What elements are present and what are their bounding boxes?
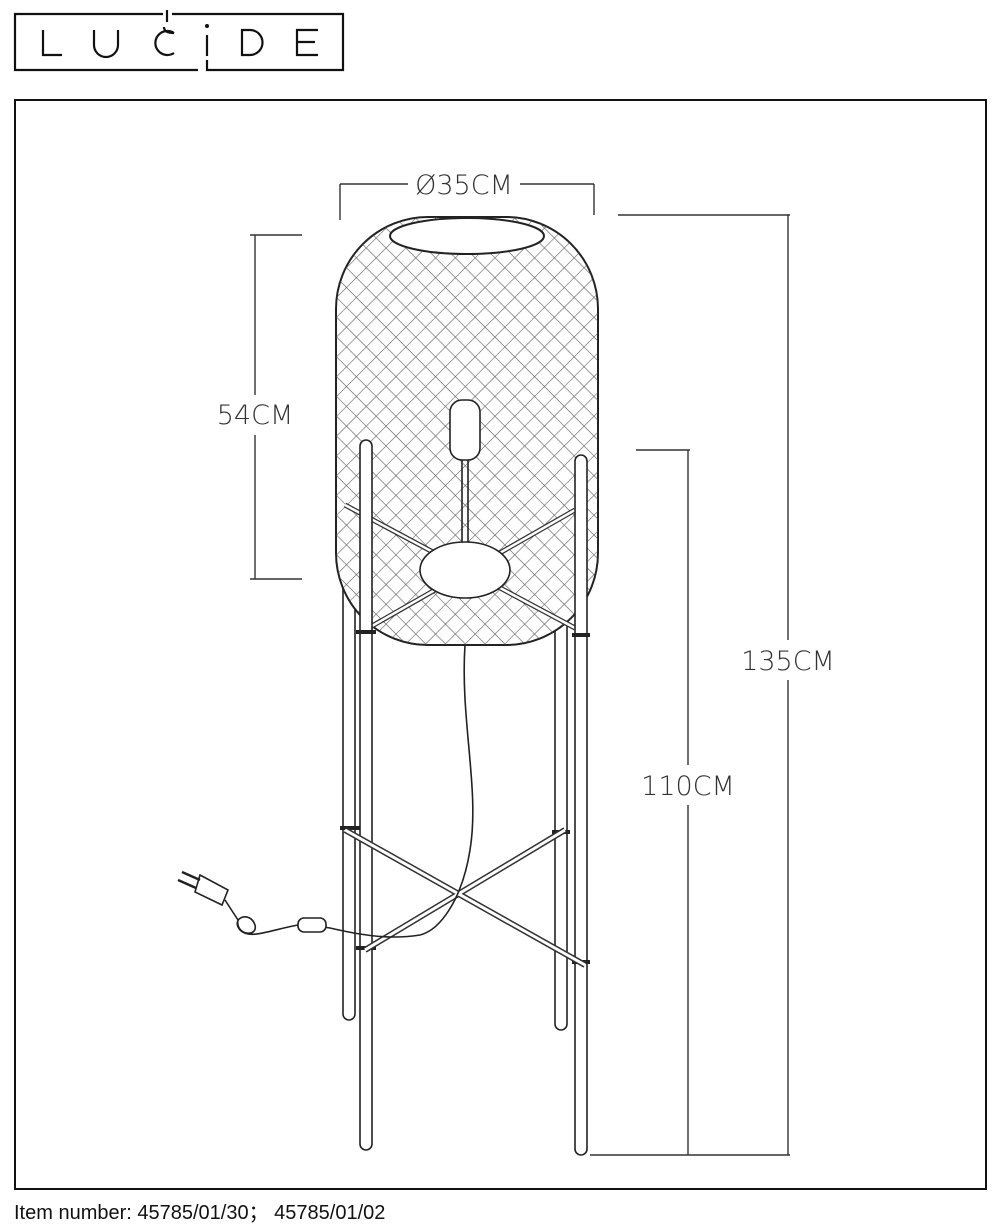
base-disc	[419, 541, 511, 599]
plug-pins	[177, 870, 201, 890]
dimension-total-height: 135CM	[741, 646, 835, 677]
coiled-cable	[224, 899, 299, 936]
lower-cross-bars-inner	[344, 828, 586, 967]
lucide-logo	[13, 10, 345, 72]
front-leg-right	[574, 454, 588, 1156]
front-leg-left	[359, 439, 373, 1151]
dimension-shade-height: 54CM	[217, 400, 294, 431]
lamp-socket	[449, 399, 481, 461]
item-number: Item number: 45785/01/30； 45785/01/02	[14, 1202, 386, 1224]
diameter-dimension-line	[339, 183, 595, 220]
shade-top-opening	[389, 217, 545, 255]
inline-switch	[297, 917, 327, 933]
shade-height-dimension-line	[250, 234, 302, 580]
plug	[194, 873, 230, 907]
leg-height-dimension-line	[636, 449, 690, 1155]
total-height-dimension-line	[590, 214, 790, 1156]
dimension-diameter: Ø35CM	[415, 170, 513, 201]
power-cable	[309, 644, 474, 938]
drawing-frame	[14, 99, 987, 1190]
dimension-leg-height: 110CM	[641, 771, 735, 802]
